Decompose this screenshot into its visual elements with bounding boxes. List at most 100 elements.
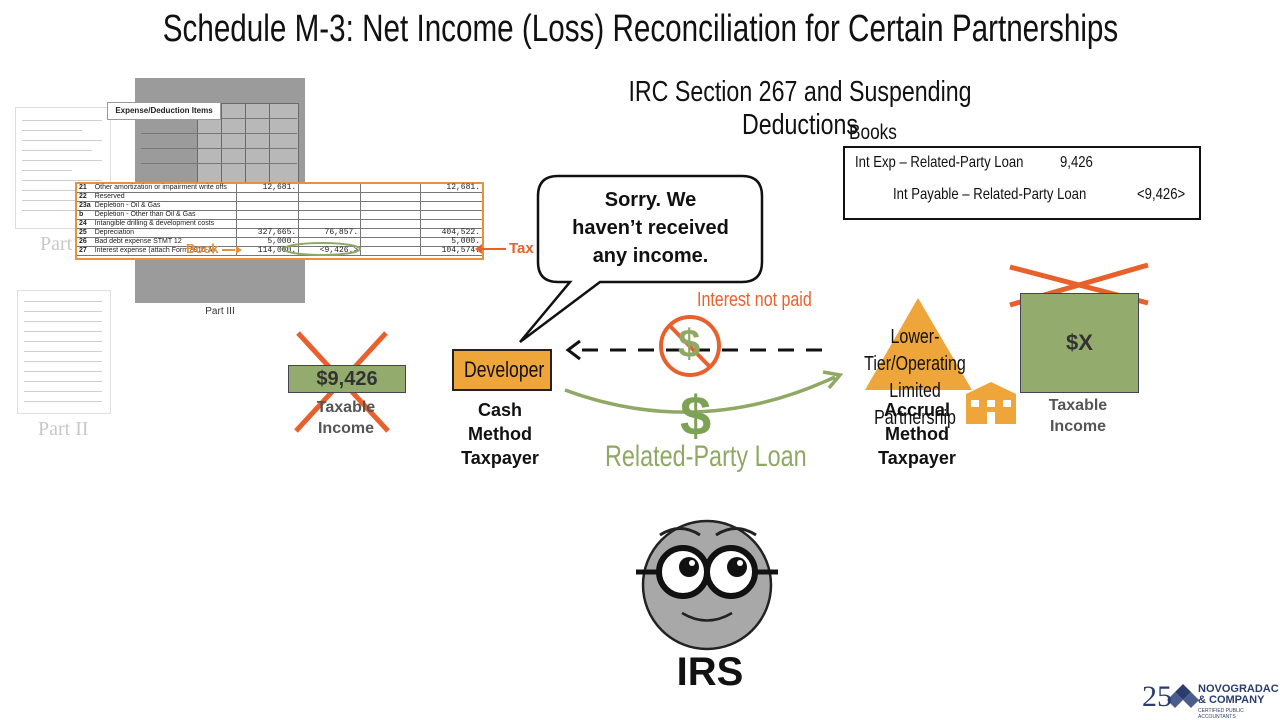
related-party-loan-label: Related-Party Loan	[605, 440, 807, 473]
form-zoom-cell-c3	[360, 184, 421, 193]
speech-bubble-text: Sorry. We haven’t received any income.	[548, 186, 753, 270]
bubble-line-1: Sorry. We	[604, 189, 697, 211]
book-label: Book	[186, 241, 219, 256]
entry1-amount: 9,426	[1060, 154, 1093, 171]
form-zoom-cell-c4: 104,574.	[420, 246, 482, 256]
no-dollar-slash	[668, 324, 712, 369]
expense-deduction-tag: Expense/Deduction Items	[107, 102, 221, 120]
developer-box: Developer	[452, 349, 552, 391]
logo-subtitle: CERTIFIED PUBLIC ACCOUNTANTS	[1198, 708, 1244, 720]
form-zoom-cell-c4	[420, 201, 482, 211]
bubble-line-3: any income.	[592, 245, 709, 267]
form-zoom-cell-c2	[298, 201, 361, 211]
left-taxable-income-label: Taxable Income	[316, 399, 376, 437]
part-iii-label: Part III	[205, 306, 235, 317]
form-zoom-cell-c4: 12,681.	[420, 184, 482, 193]
form-thumbnail-part-ii	[17, 290, 111, 414]
form-zoom-cell-c3	[360, 228, 421, 238]
form-zoom-cell-c1: 12,681.	[236, 184, 299, 193]
no-dollar-glyph: $	[678, 322, 701, 366]
form-zoom-cell-c3	[360, 237, 421, 247]
books-journal-entry: Int Exp – Related-Party Loan 9,426 Int P…	[843, 146, 1201, 220]
tax-label: Tax	[509, 240, 534, 257]
form-zoom-cell-desc: Other amortization or impairment write o…	[92, 184, 237, 193]
form-zoom-cell-c2	[298, 219, 361, 229]
form-zoom-cell-c1	[236, 219, 299, 229]
form-zoom-cell-desc: Intangible drilling & development costs	[92, 219, 237, 229]
form-zoom-cell-c3	[360, 192, 421, 202]
form-zoom-cell-c2	[298, 210, 361, 220]
form-zoom-cell-c1: 327,665.	[236, 228, 299, 238]
interest-not-paid-label: Interest not paid	[697, 289, 812, 311]
form-zoom-cell-line: 27	[77, 246, 93, 256]
irs-label: IRS	[676, 650, 744, 694]
adjustment-highlight	[283, 242, 361, 256]
lower-tier-label: Lower-Tier/Operating Limited Partnership	[864, 326, 966, 429]
right-taxable-income-label: Taxable Income	[1048, 397, 1108, 435]
entry1-account: Int Exp – Related-Party Loan	[855, 154, 1024, 171]
form-zoom-cell-desc: Bad debt expense STMT 12	[92, 237, 237, 247]
part-i-label: Part I	[40, 233, 84, 255]
loan-arrow-head	[822, 370, 844, 390]
form-zoom-cell-c4	[420, 192, 482, 202]
form-zoom-cell-line: 25	[77, 228, 93, 238]
form-zoom-cell-c4: 404,522.	[420, 228, 482, 238]
left-taxable-income-box: $9,426	[288, 365, 406, 393]
form-zoom-cell-c4: 5,000.	[420, 237, 482, 247]
books-title: Books	[849, 121, 897, 144]
form-zoom-cell-c3	[360, 246, 421, 256]
slide-subtitle: IRC Section 267 and Suspending Deduction…	[628, 76, 972, 141]
no-dollar-circle	[659, 315, 721, 377]
form-zoom-cell-c2	[298, 184, 361, 193]
right-taxable-income-box: $X	[1020, 293, 1139, 393]
form-zoom-cell-line: 24	[77, 219, 93, 229]
book-arrow-head	[236, 246, 242, 254]
form-zoom-cell-line: 21	[77, 184, 93, 193]
form-zoom-cell-c1	[236, 192, 299, 202]
form-zoom-cell-c3	[360, 210, 421, 220]
form-zoom-cell-line: b	[77, 210, 93, 220]
form-zoom-cell-c1	[236, 210, 299, 220]
entry2-amount: <9,426>	[1137, 186, 1186, 203]
developer-method-label: Cash Method Taxpayer	[461, 400, 539, 468]
building-icon	[966, 382, 1016, 424]
bubble-line-2: haven’t received	[572, 217, 729, 239]
form-zoom-cell-c3	[360, 219, 421, 229]
slide-title: Schedule M-3: Net Income (Loss) Reconcil…	[162, 8, 1118, 50]
loan-arrow	[564, 375, 836, 414]
form-zoom-cell-desc: Interest expense (attach Form 8916-A)	[92, 246, 237, 256]
speech-bubble	[519, 174, 764, 343]
partnership-triangle	[865, 298, 972, 390]
tax-arrow-head	[475, 244, 482, 254]
form-zoom-cell-desc: Depletion - Oil & Gas	[92, 201, 237, 211]
form-zoom-cell-c1	[236, 201, 299, 211]
form-zoom-cell-c4	[420, 210, 482, 220]
form-zoom-cell-desc: Reserved	[92, 192, 237, 202]
form-zoom-cell-line: 26	[77, 237, 93, 247]
lower-tier-method-label: Accrual Method Taxpayer	[878, 400, 956, 468]
entry2-account: Int Payable – Related-Party Loan	[893, 186, 1087, 203]
form-zoom-cell-c2: 76,857.	[298, 228, 361, 238]
form-zoom-cell-c2	[298, 192, 361, 202]
form-zoom-cell-desc: Depreciation	[92, 228, 237, 238]
form-zoom-cell-c1: 5,000.	[236, 237, 299, 247]
form-zoom-cell-c3	[360, 201, 421, 211]
form-zoom-cell-line: 23a	[77, 201, 93, 211]
logo-years: 25	[1142, 680, 1172, 713]
part-ii-label: Part II	[38, 418, 89, 440]
form-zoom-cell-line: 22	[77, 192, 93, 202]
irs-character-icon	[636, 519, 778, 651]
logo-name: NOVOGRADAC & COMPANY	[1198, 683, 1279, 706]
interest-arrow-head	[565, 339, 581, 361]
form-zoom-cell-c4	[420, 219, 482, 229]
